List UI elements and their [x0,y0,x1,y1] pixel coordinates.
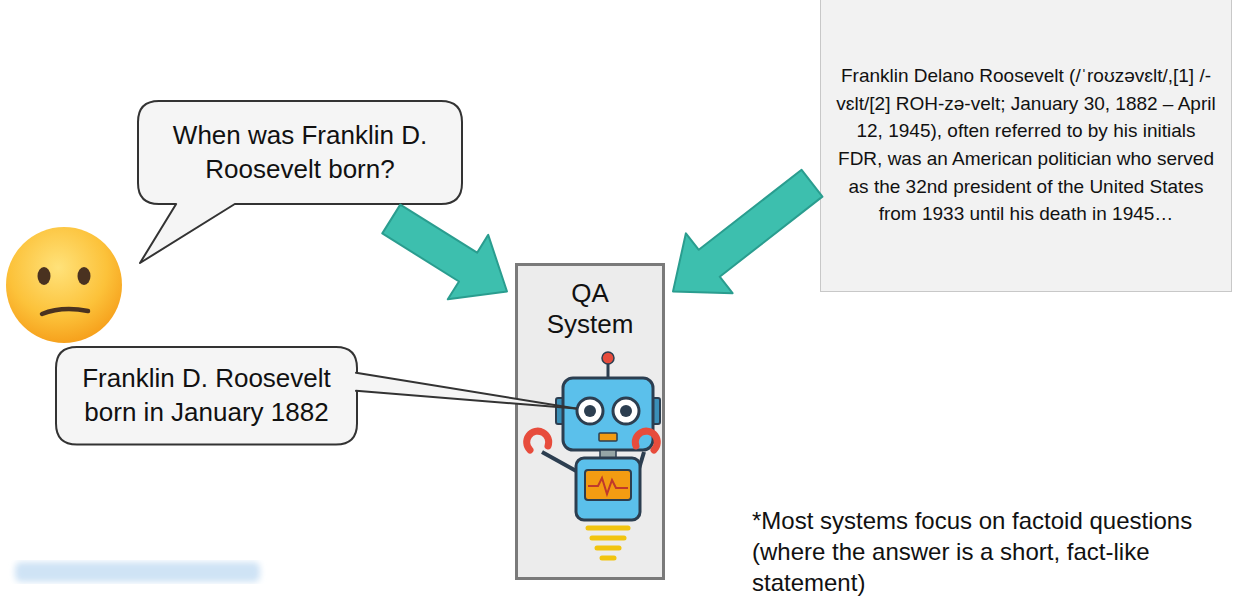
node-text: Franklin D. Roosevelt born in January 18… [69,362,344,430]
node-text: When was Franklin D. Roosevelt born? [153,119,447,187]
flow-arrow [382,205,507,300]
speech-tail [356,373,576,409]
node-text: QA System [530,278,650,340]
robot-arm [542,452,578,472]
robot-eye [577,398,603,424]
flow-arrow [673,170,822,293]
emoji-eye [78,267,91,285]
robot-eye-right [613,398,639,424]
robot-claw [635,431,657,450]
robot-claw [527,431,549,450]
note-text: *Most systems focus on factoid questions… [752,505,1232,598]
emoji-mouth [42,309,88,314]
robot [527,352,660,558]
robot-pupil [620,405,632,417]
document-box: Franklin Delano Roosevelt (/ˈroʊzəvɛlt/,… [820,0,1232,292]
qa-system-box: QA System [515,263,665,580]
answer-bubble: Franklin D. Roosevelt born in January 18… [55,346,358,446]
robot-spring [597,546,619,551]
speech-tail-line [356,373,576,409]
robot-spring [592,536,624,541]
speech-bubble-outline [138,101,462,263]
robot-head [563,378,653,450]
emoji-eye [38,267,51,285]
robot-spring [588,526,628,531]
robot-pupil [584,405,596,417]
robot-antenna-ball [602,352,614,364]
speech-bubble-shape [137,100,463,205]
node-text: Franklin Delano Roosevelt (/ˈroʊzəvɛlt/,… [833,62,1219,227]
speech-bubble-outline [56,347,357,445]
robot-mouth [599,433,617,441]
blurred-watermark [15,562,260,582]
robot-spring [602,556,614,561]
speech-tail-line [356,391,576,409]
speech-tail-fill [356,373,576,409]
robot-pulse [588,478,628,494]
speech-bubble-shape [55,346,358,446]
robot-body [576,458,640,520]
robot-screen [585,470,631,500]
emoji-face [6,227,122,343]
question-bubble: When was Franklin D. Roosevelt born? [137,100,463,205]
confused-emoji [6,227,122,343]
